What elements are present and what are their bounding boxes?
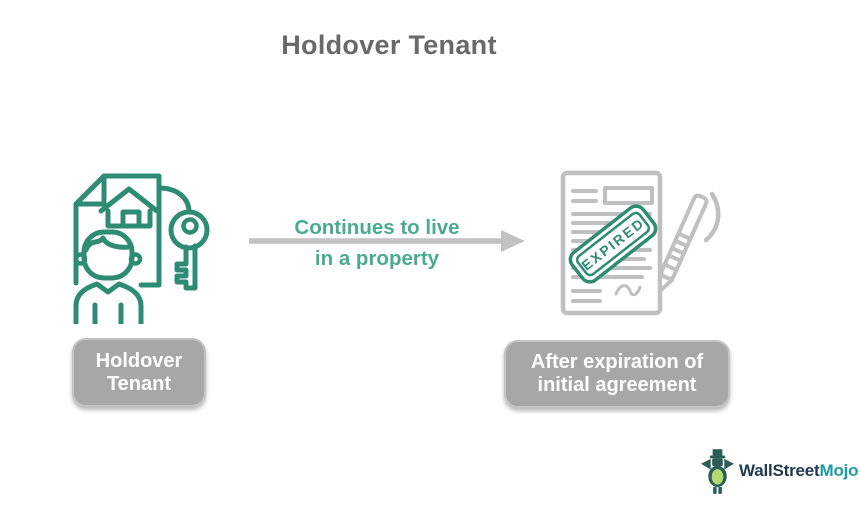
after-expiration-box: After expiration of initial agreement <box>504 340 730 408</box>
brand-name-dark: WallStreet <box>739 461 820 480</box>
page-title: Holdover Tenant <box>281 30 497 60</box>
wallstreetmojo-logo: WallStreetMojo <box>701 447 859 495</box>
contract-title-box <box>603 186 654 205</box>
pen-icon <box>658 193 709 293</box>
pen-clip <box>703 191 721 243</box>
mascot-arm-right <box>724 458 734 470</box>
key-shaft <box>174 243 198 291</box>
brand-name: WallStreetMojo <box>739 461 859 481</box>
person-hair <box>83 235 132 253</box>
mascot-head <box>712 457 723 466</box>
arrow-label-line2: in a property <box>314 247 440 270</box>
flow-arrow-icon <box>249 230 525 252</box>
person-ear-right <box>128 252 143 266</box>
person-sleeves <box>92 302 124 324</box>
key-hole <box>181 217 199 235</box>
house-door <box>120 209 142 229</box>
house-roof <box>98 186 160 214</box>
document-fold-edge <box>73 173 107 286</box>
arrow-label-line1: Continues to live <box>294 216 460 239</box>
brand-name-accent: Mojo <box>819 461 859 480</box>
box-label-line: Holdover <box>95 349 183 372</box>
mascot-leg-left <box>713 486 717 494</box>
document-outline <box>101 173 162 288</box>
contract-footer-lines <box>571 289 602 303</box>
mascot-hat <box>712 448 723 455</box>
contract-header-lines <box>571 189 598 203</box>
mascot-leg-right <box>718 486 722 494</box>
bull-mascot-icon <box>701 448 734 494</box>
mascot-arm-left <box>701 458 711 470</box>
person-head <box>81 229 135 281</box>
signature-squiggle <box>614 284 642 297</box>
key-ring <box>168 209 210 251</box>
arrow-head <box>501 230 525 252</box>
pen-grip-rings <box>662 231 693 272</box>
mascot-hat-brim <box>709 454 726 458</box>
person-ear-left <box>73 252 88 266</box>
document-fold-flap <box>73 173 107 207</box>
stamp-outer-border <box>568 204 658 284</box>
mascot-belly <box>711 468 724 485</box>
holdover-tenant-box: Holdover Tenant <box>72 338 206 407</box>
contract-outline <box>560 170 663 316</box>
person-torso <box>73 281 144 324</box>
tenant-house-key-icon <box>73 173 210 324</box>
box-label-line: Tenant <box>106 372 172 395</box>
stamp-inner-border <box>575 211 651 277</box>
key-cord <box>156 185 192 215</box>
box-label-line: After expiration of <box>530 351 704 373</box>
expired-agreement-pen-icon: EXPIRED <box>560 170 721 316</box>
house-walls <box>105 208 153 229</box>
box-label-line: initial agreement <box>537 374 697 396</box>
